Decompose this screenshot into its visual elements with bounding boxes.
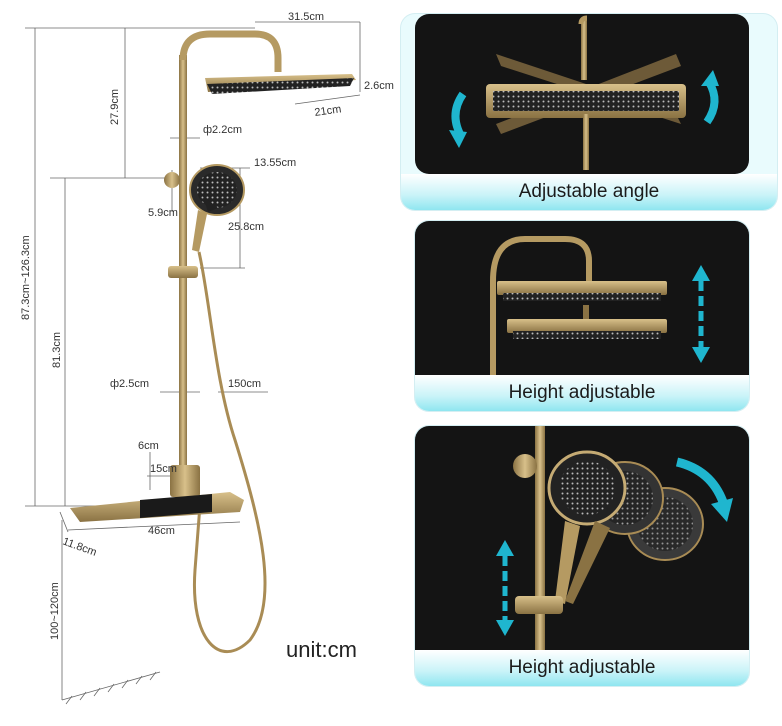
dim-spout-height: 6cm <box>138 440 159 452</box>
panel-adjustable-angle: Adjustable angle <box>401 14 777 210</box>
dim-hand-offset: 5.9cm <box>148 207 178 219</box>
shower-dimension-diagram: 31.5cm 2.6cm 21cm ф2.2cm 13.55cm 5.9cm 2… <box>20 11 394 705</box>
dim-head-thickness: 2.6cm <box>364 80 394 92</box>
dim-shelf-width: 46cm <box>148 525 175 537</box>
dim-pipe: ф2.5cm <box>110 378 149 390</box>
dim-floor-height: 100~120cm <box>49 582 61 640</box>
panel-height-adjustable-rain: Height adjustable <box>415 221 749 411</box>
dim-lower-height: 81.3cm <box>51 332 63 368</box>
dim-spacing: 15cm <box>150 463 177 475</box>
panel-height-adjustable-hand: Height adjustable <box>415 426 749 686</box>
dim-hand-head: 13.55cm <box>254 157 296 169</box>
dim-hose: 150cm <box>228 378 261 390</box>
dim-total-height: 87.3cm~126.3cm <box>20 235 32 320</box>
dim-head-depth: 21cm <box>314 103 342 119</box>
angle-illustration <box>415 14 749 174</box>
height-illustration-rain <box>415 221 749 376</box>
dim-pipe-small: ф2.2cm <box>203 124 242 136</box>
caption-height-adjustable-rain: Height adjustable <box>415 375 749 411</box>
unit-label: unit:cm <box>286 637 357 662</box>
dim-shelf-depth: 11.8cm <box>61 536 98 559</box>
caption-adjustable-angle: Adjustable angle <box>401 174 777 210</box>
dim-arm-drop: 27.9cm <box>109 89 121 125</box>
caption-height-adjustable-hand: Height adjustable <box>415 650 749 686</box>
dim-hand-length: 25.8cm <box>228 221 264 233</box>
dim-width-top: 31.5cm <box>288 11 324 23</box>
height-illustration-hand <box>415 426 749 650</box>
shower-column <box>70 30 356 653</box>
